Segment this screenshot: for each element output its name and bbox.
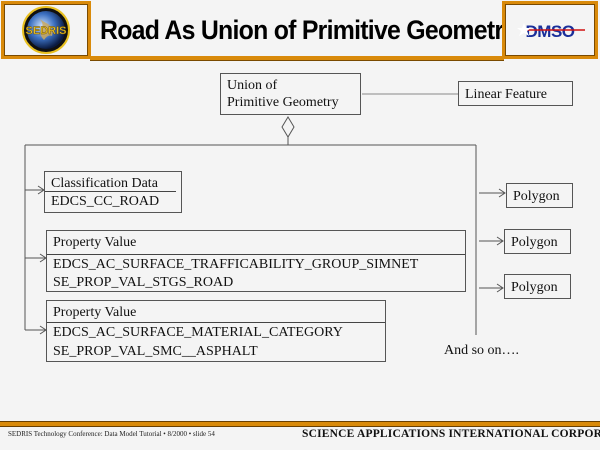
property-value-box-2[interactable]: Property Value EDCS_AC_SURFACE_MATERIAL_… (46, 300, 386, 362)
page-title: Road As Union of Primitive Geometry (100, 15, 517, 45)
root-label-line-1: Union of (227, 78, 278, 93)
polygon-box-2[interactable]: Polygon (504, 229, 571, 254)
property-2-value-1: EDCS_AC_SURFACE_MATERIAL_CATEGORY (53, 325, 343, 340)
classification-value: EDCS_CC_ROAD (45, 191, 176, 212)
arrowhead-icon (498, 188, 506, 198)
sedris-logo-frame: SEDRIS (1, 1, 91, 59)
linear-feature-label: Linear Feature (465, 87, 548, 102)
svg-text:SEDRIS: SEDRIS (26, 25, 67, 37)
property-value-box-1[interactable]: Property Value EDCS_AC_SURFACE_TRAFFICAB… (46, 230, 466, 292)
svg-text:DMSO: DMSO (526, 22, 575, 41)
dmso-star-logo-icon: DMSO (517, 22, 585, 41)
aggregation-diamond-icon (281, 116, 295, 138)
footer-company: SCIENCE APPLICATIONS INTERNATIONAL CORPO… (302, 428, 600, 440)
property-1-header: Property Value (53, 235, 137, 250)
footer-slide-info: SEDRIS Technology Conference: Data Model… (8, 430, 215, 438)
property-2-value-2: SE_PROP_VAL_SMC__ASPHALT (53, 344, 258, 359)
classification-header: Classification Data (51, 176, 158, 191)
arrowhead-icon (496, 283, 504, 293)
polygon-3-label: Polygon (511, 280, 558, 295)
property-2-header: Property Value (53, 305, 137, 320)
property-1-value-2: SE_PROP_VAL_STGS_ROAD (53, 275, 234, 290)
polygon-2-label: Polygon (511, 235, 558, 250)
linear-feature-box[interactable]: Linear Feature (458, 81, 573, 106)
footer-rule (0, 421, 600, 427)
classification-data-box[interactable]: Classification Data EDCS_CC_ROAD (44, 171, 182, 213)
property-1-value-1: EDCS_AC_SURFACE_TRAFFICABILITY_GROUP_SIM… (53, 257, 419, 272)
arrowhead-icon (496, 236, 504, 246)
polygon-box-3[interactable]: Polygon (504, 274, 571, 299)
header-rule (90, 56, 504, 61)
sedris-globe-logo-icon: SEDRIS (22, 6, 70, 54)
dmso-logo-frame: DMSO (502, 1, 598, 59)
polygon-box-1[interactable]: Polygon (506, 183, 573, 208)
union-of-primitive-geometry-box[interactable]: Union of Primitive Geometry (220, 73, 361, 115)
polygon-1-label: Polygon (513, 189, 560, 204)
continuation-text: And so on…. (444, 343, 520, 358)
root-label-line-2: Primitive Geometry (227, 95, 339, 110)
